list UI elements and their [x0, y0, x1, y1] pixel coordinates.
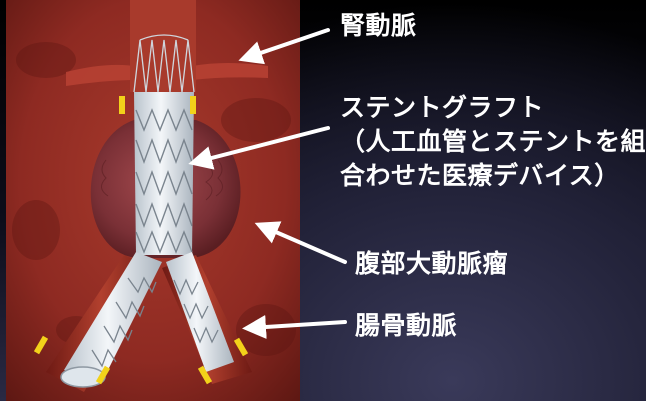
radiopaque-markers — [33, 96, 249, 385]
label-stent-graft: ステントグラフト — [340, 93, 545, 122]
renal-artery-right — [192, 63, 268, 80]
suprarenal-bare-stent — [133, 34, 195, 93]
label-stent-graft-description-1: （人工血管とステントを組み — [340, 127, 646, 156]
body-stent-rings — [135, 108, 193, 254]
leg-stent-rings — [91, 276, 219, 368]
label-iliac-artery: 腸骨動脈 — [355, 311, 458, 340]
stent-graft-illustration — [6, 0, 300, 401]
renal-artery-left — [66, 64, 134, 86]
label-stent-graft-description-2: 合わせた医療デバイス） — [340, 161, 620, 190]
stent-graft-leg-left — [64, 252, 162, 382]
label-renal-artery: 腎動脈 — [340, 11, 417, 40]
label-abdominal-aortic-aneurysm: 腹部大動脈瘤 — [355, 249, 509, 278]
